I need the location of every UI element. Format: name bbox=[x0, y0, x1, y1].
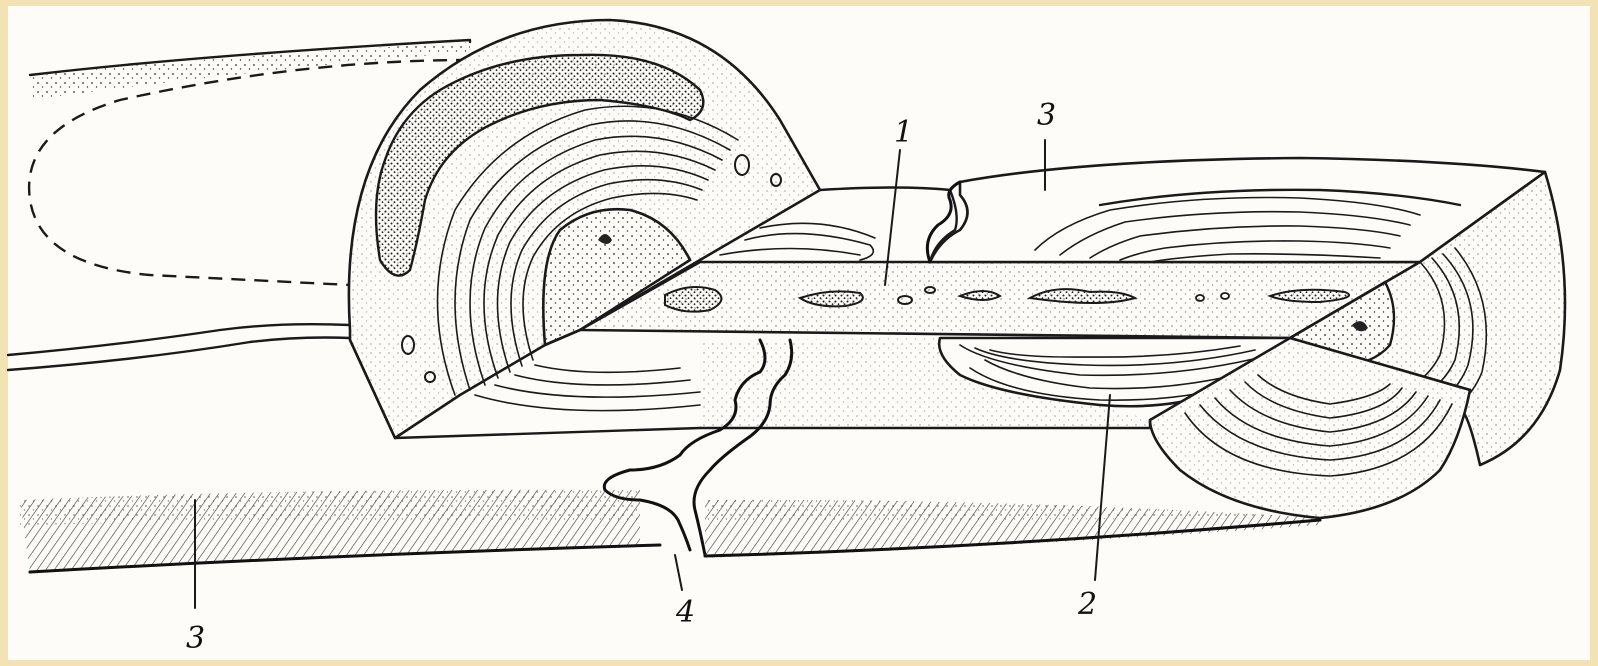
label-4: 4 bbox=[675, 595, 695, 630]
label-3-top: 3 bbox=[1037, 98, 1056, 133]
label-3-bottom: 3 bbox=[186, 621, 205, 656]
label-1: 1 bbox=[894, 115, 913, 150]
label-2: 2 bbox=[1077, 587, 1097, 622]
